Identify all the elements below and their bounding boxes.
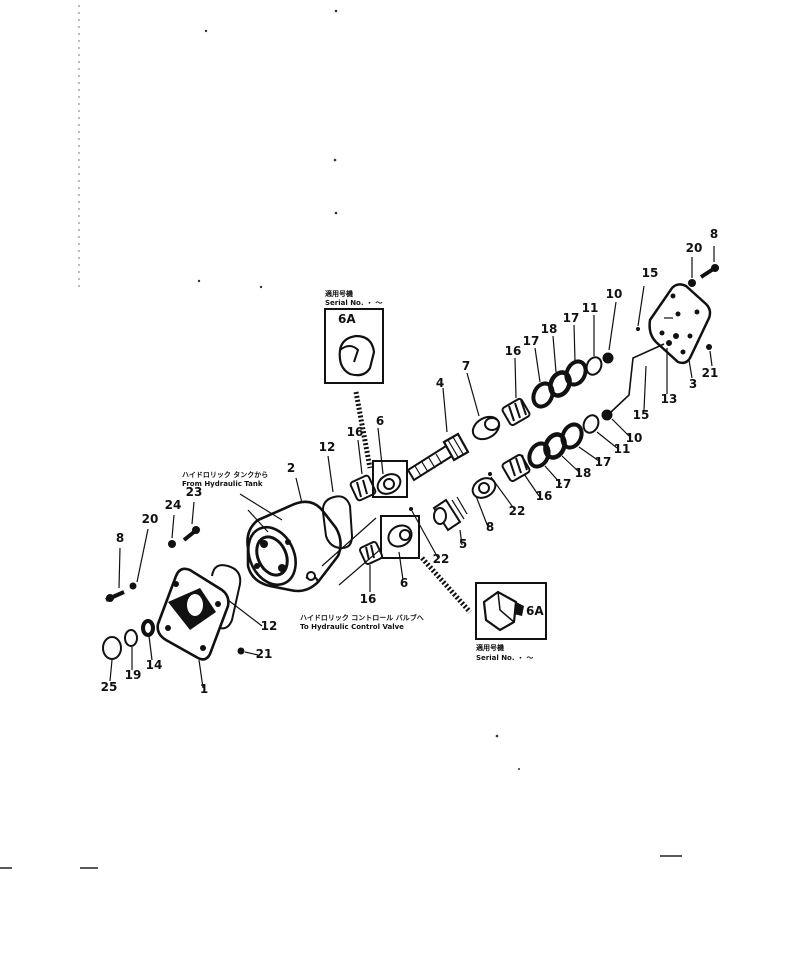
snap-ring-25 <box>102 636 122 660</box>
to-valve-jp: ハイドロリック コントロール バルブへ <box>300 613 424 622</box>
serial-box-bottom <box>475 582 547 640</box>
part-label-p16c: 16 <box>360 592 377 606</box>
part-label-p5: 5 <box>459 537 467 551</box>
part-label-p7: 7 <box>462 359 470 373</box>
part-label-p21b: 21 <box>256 647 273 661</box>
bolt-21 <box>237 647 245 655</box>
part-label-p15a: 15 <box>642 266 659 280</box>
bushing-6-lower-box <box>380 515 420 581</box>
washer-24 <box>168 540 176 548</box>
part-label-p8b: 8 <box>116 531 124 545</box>
part-label-p16b: 16 <box>505 344 522 358</box>
dowel-pin-22b <box>409 507 413 511</box>
part-label-p16a: 16 <box>347 425 364 439</box>
part-label-p22a: 22 <box>509 504 526 518</box>
part-label-p12a: 12 <box>319 440 336 454</box>
part-label-p21a: 21 <box>702 366 719 380</box>
upper-bushing <box>466 372 501 441</box>
serial-box-top <box>324 308 384 384</box>
lower-bearing-16 <box>501 453 540 497</box>
part-number-labels: 1234566788810101111121213141515161616161… <box>101 227 719 696</box>
bolt-8-left <box>105 547 125 602</box>
bearing-16-lower <box>359 541 383 592</box>
washer-11a <box>585 356 603 376</box>
part-label-p16d: 16 <box>536 489 553 503</box>
from-tank-en: From Hydraulic Tank <box>182 480 263 488</box>
part-label-p8c: 8 <box>710 227 718 241</box>
serial-bottom-jp: 適用号機 <box>476 643 504 652</box>
part-label-p25: 25 <box>101 680 118 694</box>
pump-body <box>246 477 342 593</box>
part-label-p20a: 20 <box>142 512 159 526</box>
serial-bottom-en: Serial No. ・ ～ <box>476 654 533 662</box>
part-label-p10b: 10 <box>626 431 643 445</box>
part-label-p17b: 17 <box>563 311 580 325</box>
part-label-p14: 14 <box>146 658 163 672</box>
seal-14 <box>141 619 155 637</box>
front-cover <box>156 567 230 689</box>
badge-6a-bottom: 6A <box>526 604 544 618</box>
scan-artifacts <box>0 5 682 869</box>
serial-top-en: Serial No. ・ ～ <box>325 299 382 307</box>
seal-ring-17a <box>531 381 555 409</box>
part-label-p17c: 17 <box>555 477 572 491</box>
badge-6a-top: 6A <box>338 312 356 326</box>
part-label-p19: 19 <box>125 668 142 682</box>
bushing-6-upper-box <box>372 427 408 498</box>
gasket-12b <box>211 564 242 630</box>
seal-ring-17b <box>564 359 588 387</box>
part-label-p18a: 18 <box>541 322 558 336</box>
seal-ring-18b <box>543 432 567 460</box>
part-label-p18b: 18 <box>575 466 592 480</box>
drive-gear-shaft <box>406 387 470 482</box>
washer-20-left <box>129 582 137 590</box>
ball-10a <box>602 352 614 364</box>
ball-10b <box>601 409 613 421</box>
part-label-p23: 23 <box>186 485 203 499</box>
driven-gear <box>432 496 468 546</box>
part-label-p22b: 22 <box>433 552 450 566</box>
part-label-p11a: 11 <box>582 301 599 315</box>
part-label-p6a: 6 <box>376 414 384 428</box>
upper-bearing-16 <box>501 357 531 427</box>
part-label-p13: 13 <box>661 392 678 406</box>
part-label-p17a: 17 <box>523 334 540 348</box>
part-label-p17d: 17 <box>595 455 612 469</box>
hatched-leader-top <box>353 391 373 469</box>
part-label-p20b: 20 <box>686 241 703 255</box>
part-label-p15b: 15 <box>633 408 650 422</box>
part-label-p2: 2 <box>287 461 295 475</box>
part-label-p8a: 8 <box>486 520 494 534</box>
rear-cover-plate <box>610 246 720 413</box>
ring-19 <box>124 629 138 647</box>
bolt-23 <box>182 501 201 542</box>
gasket-12a <box>321 495 354 550</box>
part-label-p1: 1 <box>200 682 208 696</box>
hatched-leader-bottom <box>420 556 472 614</box>
serial-top-jp: 適用号機 <box>325 289 353 298</box>
part-label-p6b: 6 <box>400 576 408 590</box>
upper-seal-row <box>406 301 617 482</box>
part-label-p3: 3 <box>689 377 697 391</box>
part-label-p11b: 11 <box>614 442 631 456</box>
part-label-p4: 4 <box>436 376 444 390</box>
dowel-pin-22a <box>488 472 492 476</box>
to-valve-en: To Hydraulic Control Valve <box>300 623 404 631</box>
part-label-p10a: 10 <box>606 287 623 301</box>
seal-ring-17d <box>560 422 584 450</box>
washer-11b <box>582 414 600 434</box>
from-tank-jp: ハイドロリック タンクから <box>182 470 268 479</box>
part-label-p12b: 12 <box>261 619 278 633</box>
lower-bushing <box>471 477 497 528</box>
part-label-p24: 24 <box>165 498 182 512</box>
lower-seal-row <box>432 409 631 546</box>
